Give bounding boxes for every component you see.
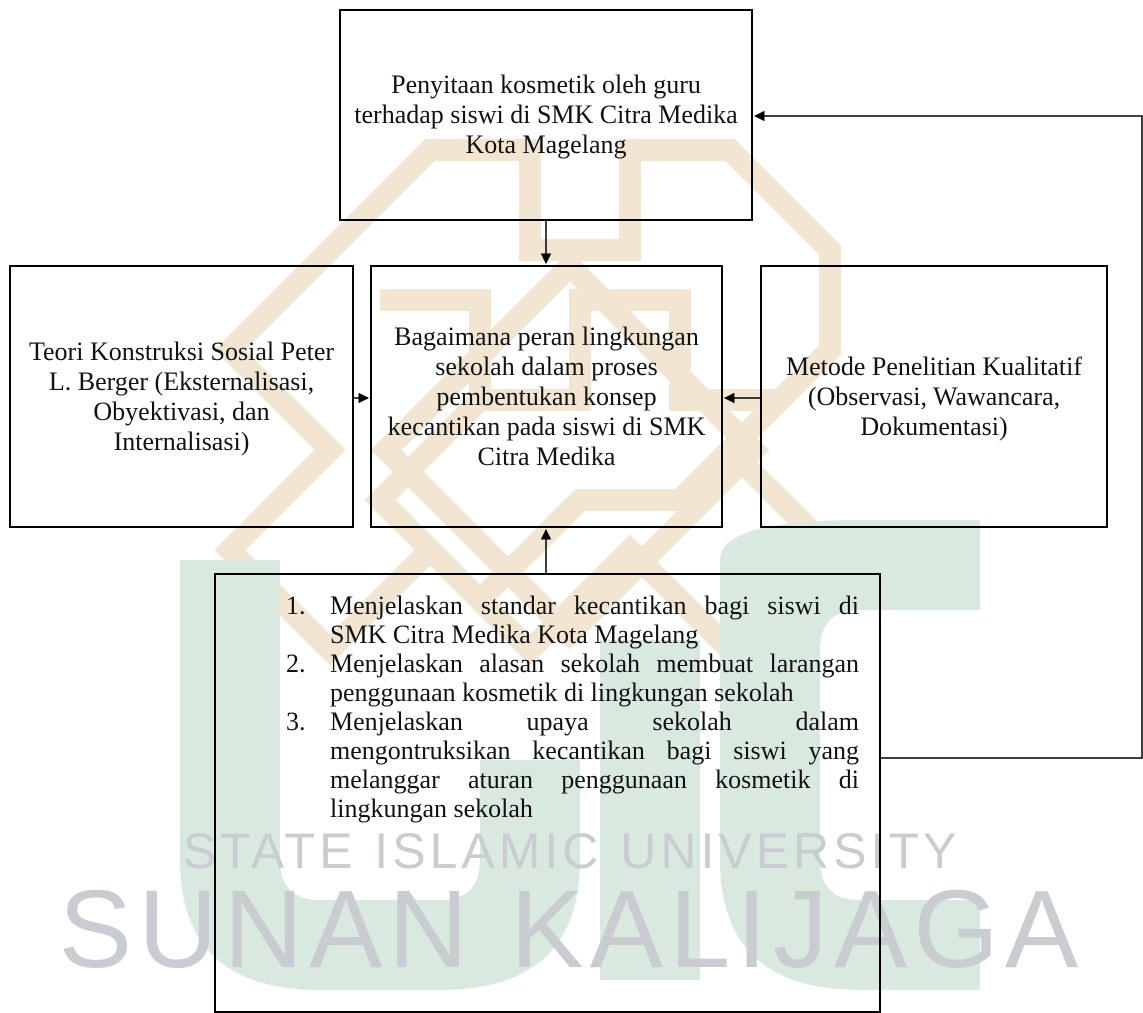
theory-text: Teori Konstruksi Sosial Peter L. Berger … [28, 336, 335, 456]
objective-number: 3. [286, 707, 306, 736]
objective-item: 2. Menjelaskan alasan sekolah membuat la… [276, 649, 859, 707]
objective-item: 3. Menjelaskan upaya sekolah dalam mengo… [276, 707, 859, 823]
theory-box: Teori Konstruksi Sosial Peter L. Berger … [9, 265, 354, 528]
objective-text: Menjelaskan standar kecantikan bagi sisw… [330, 591, 859, 649]
issue-text: Penyitaan kosmetik oleh guru terhadap si… [354, 70, 738, 159]
method-text: Metode Penelitian Kualitatif (Observasi,… [785, 351, 1083, 441]
objective-text: Menjelaskan alasan sekolah membuat laran… [330, 649, 859, 707]
objective-number: 2. [286, 649, 306, 678]
objective-item: 1. Menjelaskan standar kecantikan bagi s… [276, 591, 859, 649]
research-question-text: Bagaimana peran lingkungan sekolah dalam… [387, 321, 706, 471]
issue-box: Penyitaan kosmetik oleh guru terhadap si… [339, 9, 753, 221]
feedback-arrow-bottom-to-top [753, 110, 1143, 759]
research-question-box: Bagaimana peran lingkungan sekolah dalam… [370, 265, 723, 528]
method-box: Metode Penelitian Kualitatif (Observasi,… [760, 265, 1108, 528]
objectives-box: 1. Menjelaskan standar kecantikan bagi s… [214, 573, 881, 1013]
objective-number: 1. [286, 591, 306, 620]
objective-text: Menjelaskan upaya sekolah dalam mengontr… [330, 707, 859, 823]
objectives-list: 1. Menjelaskan standar kecantikan bagi s… [276, 591, 859, 823]
